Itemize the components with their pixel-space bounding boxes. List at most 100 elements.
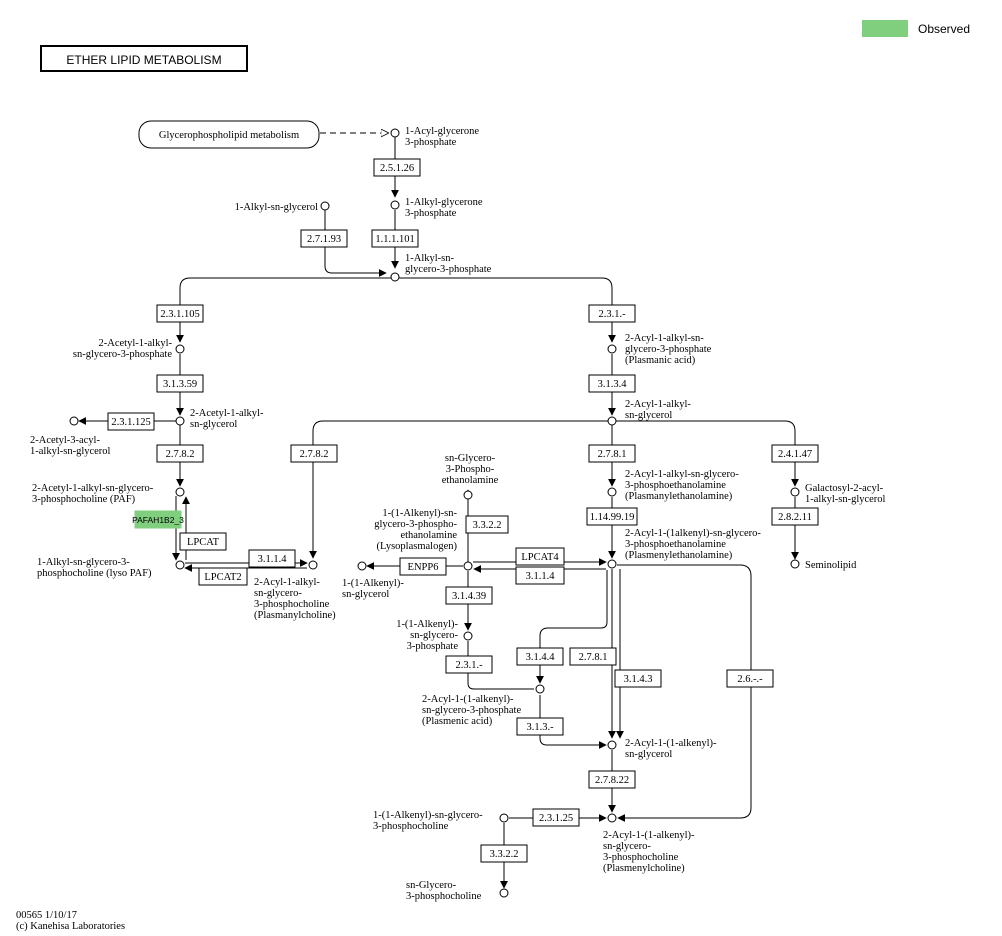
enzyme-box[interactable]: LPCAT4 (515, 547, 565, 566)
enzyme-box[interactable]: 3.1.3.4 (588, 374, 636, 393)
enzyme-box[interactable]: 2.7.8.1 (569, 647, 617, 666)
reaction-lines (78, 137, 799, 889)
compound-node[interactable] (390, 272, 400, 282)
enzyme-box[interactable]: 2.7.8.1 (588, 444, 636, 463)
compound-label-gpe: sn-Glycero-3-Phospho-ethanolamine (442, 453, 499, 486)
enzyme-box[interactable]: 2.4.1.47 (771, 444, 819, 463)
enzyme-box[interactable]: 1.1.1.101 (371, 229, 419, 248)
enzyme-box[interactable]: 3.1.4.3 (614, 669, 662, 688)
enzyme-label: 2.8.2.11 (778, 512, 812, 523)
compound-label-acyl-alkyl-glycerol: 2-Acyl-1-alkyl-sn-glycerol (625, 399, 691, 421)
compound-node[interactable] (463, 490, 473, 500)
enzyme-box[interactable]: LPCAT2 (198, 567, 248, 586)
enzyme-box[interactable]: 3.3.2.2 (480, 844, 528, 863)
enzyme-label: 3.1.4.39 (452, 591, 486, 602)
enzyme-box[interactable]: 3.1.1.4 (515, 566, 565, 585)
compound-node[interactable] (320, 201, 330, 211)
pathway-title: ETHER LIPID METABOLISM (66, 53, 221, 67)
compound-label-seminolipid: Seminolipid (805, 560, 857, 571)
enzyme-label: 2.5.1.26 (380, 163, 414, 174)
map-glycerophospholipid[interactable] (138, 120, 320, 149)
compound-label-alkenyl-gpc: 1-(1-Alkenyl)-sn-glycero-3-phosphocholin… (373, 810, 483, 832)
enzyme-label: 2.7.8.22 (595, 775, 629, 786)
compound-node[interactable] (463, 561, 473, 571)
enzyme-label: 2.7.8.2 (300, 449, 329, 460)
compound-node[interactable] (607, 344, 617, 354)
compound-node[interactable] (607, 416, 617, 426)
enzyme-label: ENPP6 (408, 562, 439, 573)
compound-label-alkyl-sn-glycerol: 1-Alkyl-sn-glycerol (235, 202, 318, 213)
enzyme-box[interactable]: 3.3.2.2 (465, 515, 509, 534)
enzyme-box[interactable]: 2.3.1.25 (532, 808, 580, 827)
enzyme-box[interactable]: ENPP6 (399, 557, 447, 576)
enzyme-label: 2.3.1.105 (160, 309, 199, 320)
enzyme-label: 3.3.2.2 (473, 520, 502, 531)
enzyme-label: 2.7.8.1 (579, 652, 608, 663)
enzyme-label: 2.7.1.93 (307, 234, 341, 245)
enzyme-label: 3.1.3.- (526, 722, 554, 733)
enzyme-box-observed[interactable]: PAFAH1B2_3 (132, 510, 184, 529)
enzyme-box[interactable]: 2.3.1.- (445, 655, 493, 674)
compound-node[interactable] (175, 487, 185, 497)
enzyme-box[interactable]: 2.5.1.26 (373, 158, 421, 177)
enzyme-box[interactable]: 2.6.-.- (726, 669, 774, 688)
compound-node[interactable] (607, 487, 617, 497)
enzyme-label: 2.3.1.- (455, 660, 483, 671)
enzyme-label: 3.1.1.4 (258, 554, 288, 565)
compound-node[interactable] (175, 416, 185, 426)
compound-label-acetyl-alkyl-glycerol: 2-Acetyl-1-alkyl-sn-glycerol (190, 408, 264, 430)
enzyme-box[interactable]: LPCAT (179, 532, 227, 551)
enzyme-label: 2.7.8.2 (166, 449, 195, 460)
enzyme-label: 2.6.-.- (737, 674, 763, 685)
legend-observed-swatch (862, 20, 908, 37)
enzyme-box[interactable]: 3.1.4.39 (445, 586, 493, 605)
enzyme-box[interactable]: 1.14.99.19 (586, 507, 638, 526)
compound-label-alkenyl-g3p: 1-(1-Alkenyl)-sn-glycero-3-phosphate (396, 619, 458, 652)
compound-label-alkyl-sn-g3p: 1-Alkyl-sn-glycero-3-phosphate (405, 253, 492, 275)
compound-node[interactable] (499, 888, 509, 898)
compound-node[interactable] (790, 559, 800, 569)
compound-label-plasmanylcholine: 2-Acyl-1-alkyl-sn-glycero-3-phosphocholi… (254, 577, 336, 621)
enzyme-box[interactable]: 2.3.1.- (588, 304, 636, 323)
legend-observed-label: Observed (918, 22, 970, 36)
enzyme-box[interactable]: 3.1.3.- (516, 717, 564, 736)
enzyme-label: 3.1.4.3 (624, 674, 653, 685)
enzyme-box[interactable]: 2.3.1.105 (156, 304, 204, 323)
compound-node[interactable] (308, 560, 318, 570)
compound-label-paf: 2-Acetyl-1-alkyl-sn-glycero-3-phosphocho… (32, 483, 154, 505)
compound-node[interactable] (463, 631, 473, 641)
compound-node[interactable] (607, 740, 617, 750)
compound-label-lysoplasmalogen: 1-(1-Alkenyl)-sn-glycero-3-phospho-ethan… (374, 508, 457, 552)
enzyme-box[interactable]: 3.1.4.4 (516, 647, 564, 666)
enzyme-label: LPCAT2 (204, 572, 241, 583)
enzyme-box[interactable]: 3.1.1.4 (248, 549, 296, 568)
enzyme-box[interactable]: 2.7.1.93 (300, 229, 348, 248)
enzyme-box[interactable]: 2.7.8.2 (156, 444, 204, 463)
enzyme-box[interactable]: 3.1.3.59 (156, 374, 204, 393)
title-box (40, 45, 248, 72)
compound-node[interactable] (69, 416, 79, 426)
compound-label-acetyl-acyl-alkyl-glycerol: 2-Acetyl-3-acyl-1-alkyl-sn-glycerol (30, 435, 111, 457)
compound-node[interactable] (499, 813, 509, 823)
compound-node[interactable] (790, 487, 800, 497)
compound-node[interactable] (607, 813, 617, 823)
compound-node[interactable] (390, 128, 400, 138)
compound-label-plasmanic-acid: 2-Acyl-1-alkyl-sn-glycero-3-phosphate(Pl… (625, 333, 712, 366)
enzyme-label: 2.3.1.- (598, 309, 626, 320)
compound-label-galactosyl: Galactosyl-2-acyl-1-alkyl-sn-glycerol (805, 483, 886, 505)
compound-node[interactable] (175, 560, 185, 570)
map-glycerophospholipid-label: Glycerophospholipid metabolism (159, 130, 299, 141)
compound-node[interactable] (607, 559, 617, 569)
enzyme-box[interactable]: 2.8.2.11 (771, 507, 819, 526)
enzyme-box[interactable]: 2.7.8.22 (588, 770, 636, 789)
enzyme-box[interactable]: 2.7.8.2 (290, 444, 338, 463)
enzyme-label: LPCAT4 (521, 552, 559, 563)
compound-label-acetyl-alkyl-g3p: 2-Acetyl-1-alkyl-sn-glycero-3-phosphate (73, 338, 173, 360)
compound-node[interactable] (175, 344, 185, 354)
compound-nodes (69, 128, 800, 898)
compound-node[interactable] (357, 561, 367, 571)
compound-node[interactable] (535, 684, 545, 694)
enzyme-box[interactable]: 2.3.1.125 (107, 412, 155, 431)
compound-node[interactable] (390, 200, 400, 210)
